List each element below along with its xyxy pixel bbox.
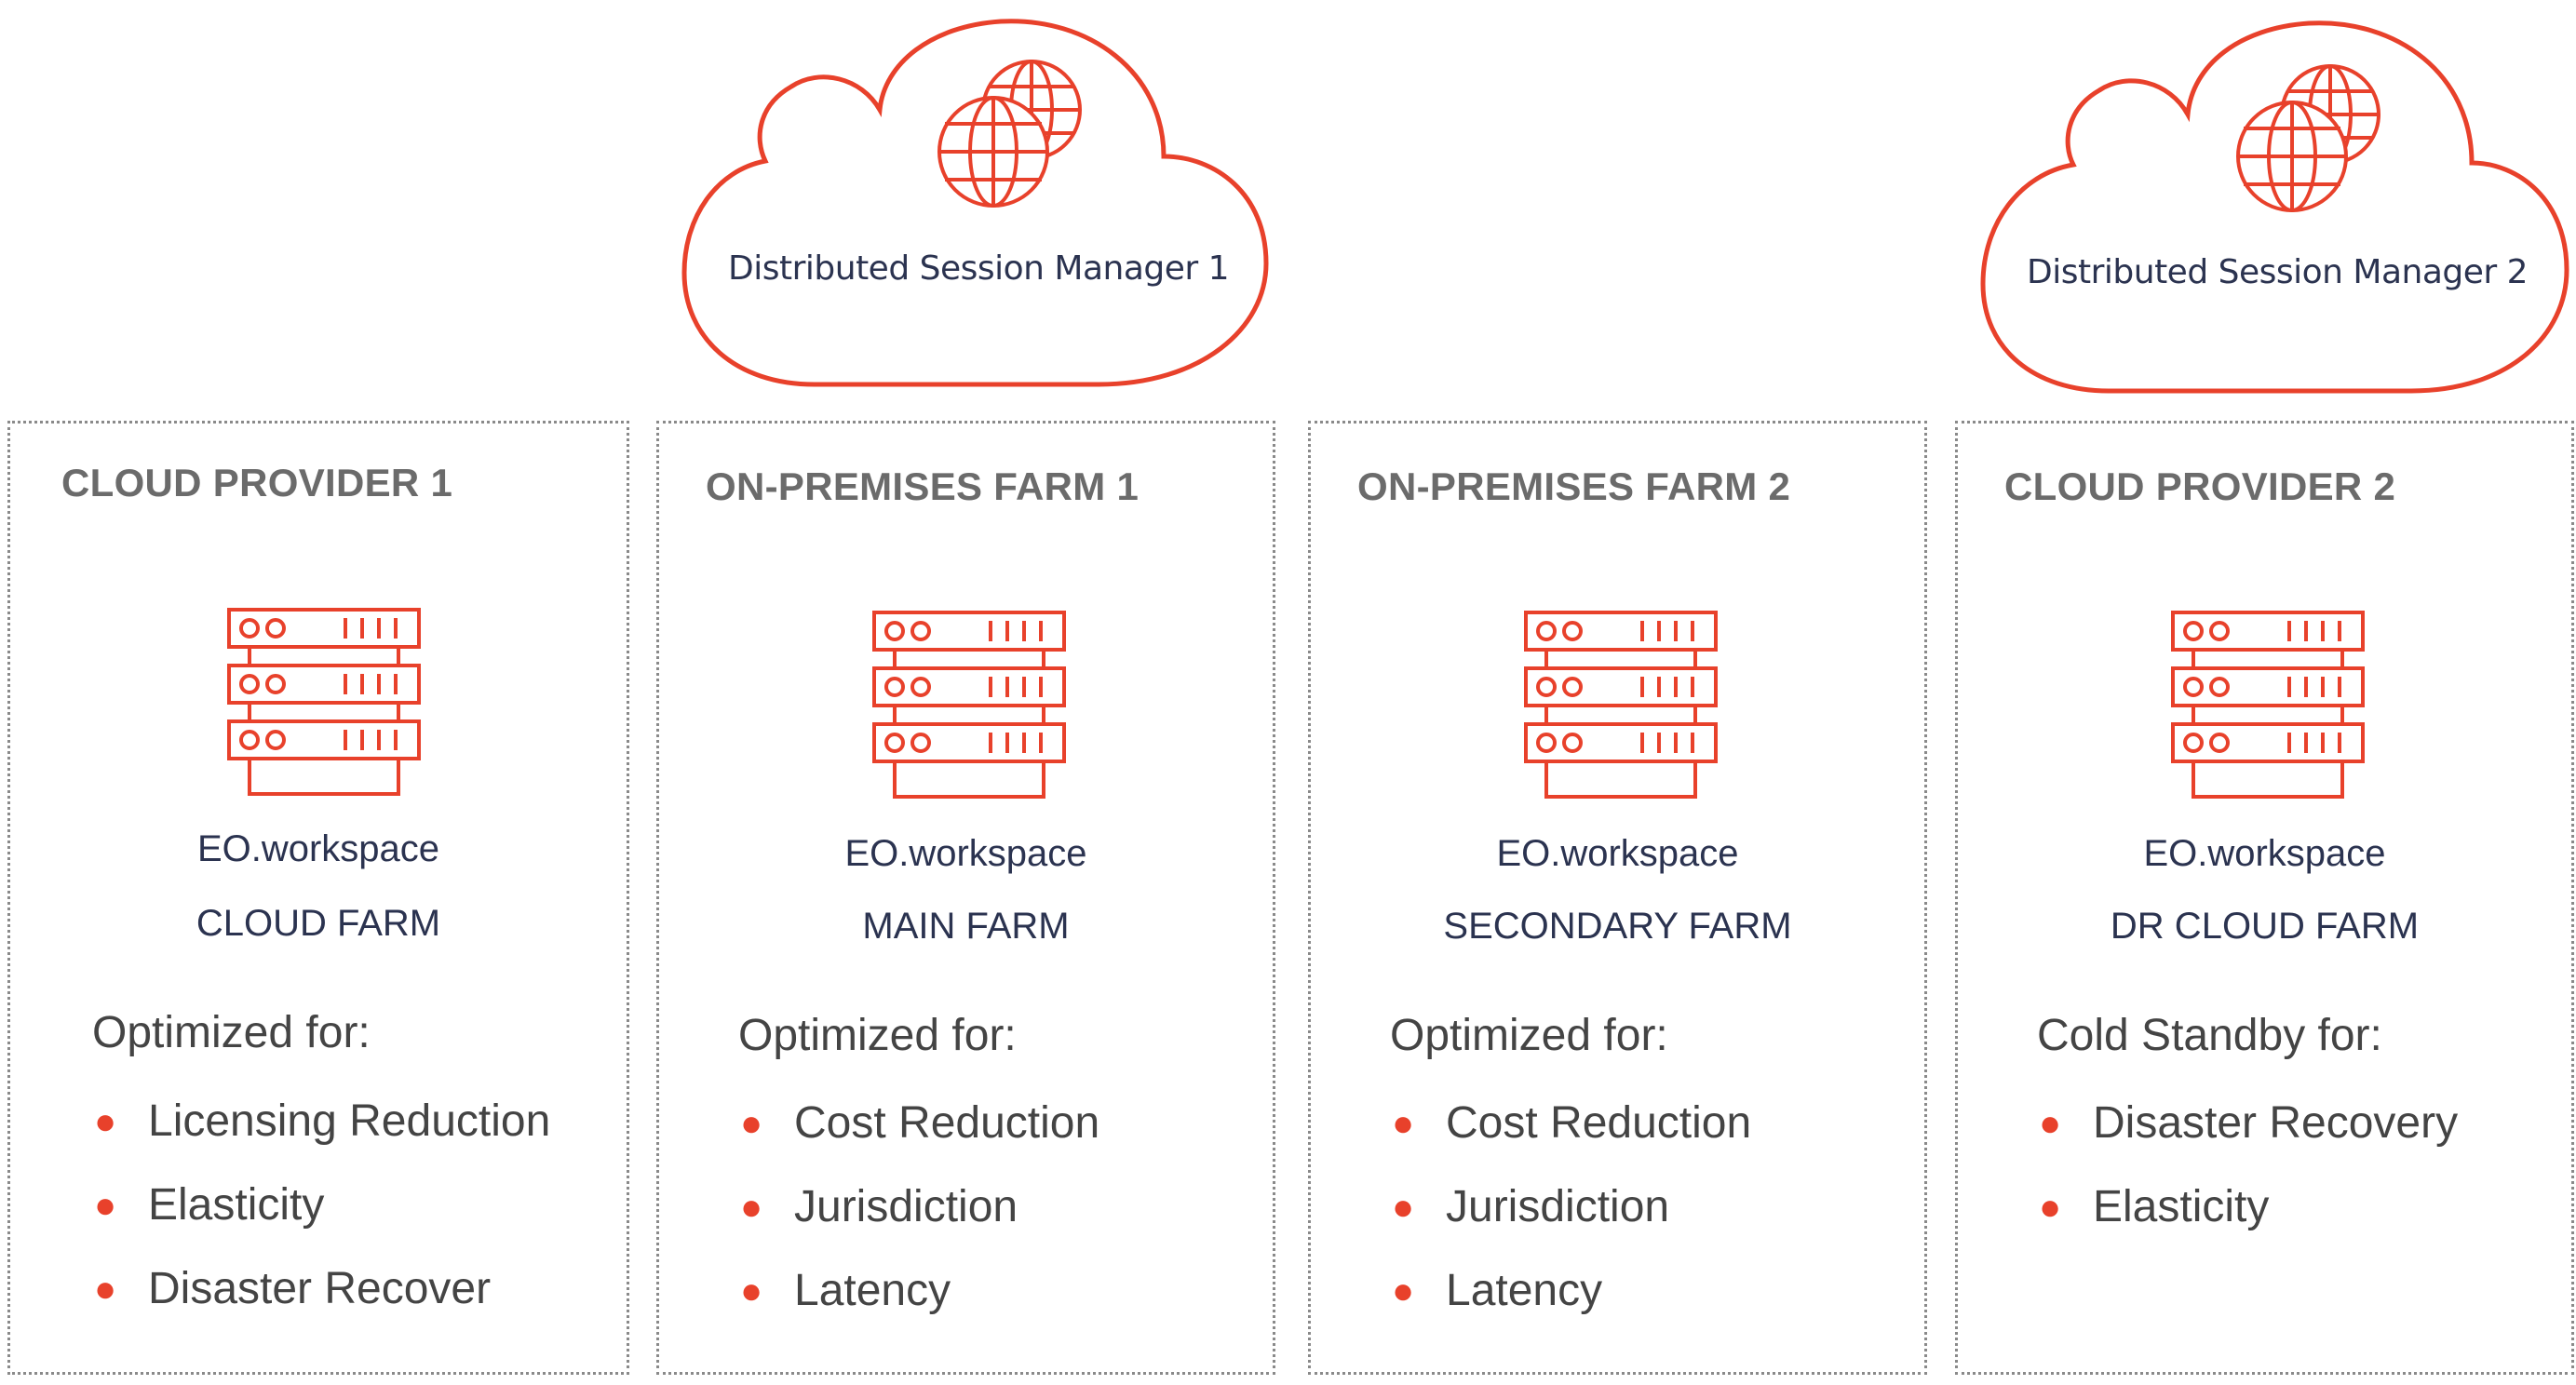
globe-icon	[2236, 64, 2380, 212]
list-title: Optimized for:	[92, 1008, 371, 1057]
farm-name: DR CLOUD FARM	[2110, 906, 2420, 947]
panel-title: CLOUD PROVIDER 1	[61, 461, 453, 504]
panel-title: CLOUD PROVIDER 2	[2004, 464, 2396, 508]
cloud-icon	[681, 19, 1269, 387]
server-rack-icon	[226, 605, 422, 805]
product-name: EO.workspace	[1496, 833, 1739, 874]
globe-icon	[937, 60, 1082, 208]
cloud-label: Distributed Session Manager 1	[728, 249, 1230, 288]
product-name: EO.workspace	[2143, 833, 2386, 874]
feature-list: ●Licensing Reduction ●Elasticity ●Disast…	[92, 1080, 550, 1331]
panel-cloud-provider-1: CLOUD PROVIDER 1 EO.workspace CLOUD FARM…	[7, 421, 629, 1375]
list-title: Cold Standby for:	[2037, 1011, 2382, 1060]
list-item: ●Disaster Recovery	[2039, 1098, 2459, 1148]
list-title: Optimized for:	[1390, 1011, 1668, 1060]
feature-list: ●Disaster Recovery ●Elasticity	[2037, 1082, 2458, 1249]
cloud-session-manager-2: Distributed Session Manager 2	[1978, 14, 2574, 396]
server-rack-icon	[2170, 608, 2366, 808]
cloud-label: Distributed Session Manager 2	[2027, 253, 2529, 291]
server-rack-icon	[1523, 608, 1719, 808]
panel-title: ON-PREMISES FARM 1	[706, 464, 1140, 508]
list-item: ●Elasticity	[94, 1180, 325, 1230]
list-item: ●Jurisdiction	[740, 1182, 1018, 1231]
panel-title: ON-PREMISES FARM 2	[1357, 464, 1791, 508]
list-item: ●Disaster Recover	[94, 1264, 492, 1313]
product-name: EO.workspace	[196, 828, 440, 869]
list-item: ●Elasticity	[2039, 1182, 2270, 1231]
list-item: ●Cost Reduction	[1392, 1098, 1752, 1148]
panel-on-premises-farm-1: ON-PREMISES FARM 1 EO.workspace MAIN FAR…	[656, 421, 1275, 1375]
panel-on-premises-farm-2: ON-PREMISES FARM 2 EO.workspace SECONDAR…	[1308, 421, 1927, 1375]
list-title: Optimized for:	[738, 1011, 1017, 1060]
list-item: ●Jurisdiction	[1392, 1182, 1670, 1231]
list-item: ●Cost Reduction	[740, 1098, 1100, 1148]
feature-list: ●Cost Reduction ●Jurisdiction ●Latency	[1390, 1082, 1751, 1333]
cloud-session-manager-1: Distributed Session Manager 1	[680, 17, 1275, 389]
list-item: ●Latency	[740, 1266, 951, 1315]
cloud-icon	[1980, 20, 2569, 394]
list-item: ●Latency	[1392, 1266, 1603, 1315]
feature-list: ●Cost Reduction ●Jurisdiction ●Latency	[738, 1082, 1099, 1333]
product-name: EO.workspace	[844, 833, 1087, 874]
farm-name: SECONDARY FARM	[1443, 906, 1792, 947]
list-item: ●Licensing Reduction	[94, 1096, 551, 1146]
farm-name: CLOUD FARM	[196, 903, 441, 944]
panel-cloud-provider-2: CLOUD PROVIDER 2 EO.workspace DR CLOUD F…	[1955, 421, 2574, 1375]
farm-name: MAIN FARM	[862, 906, 1070, 947]
server-rack-icon	[871, 608, 1067, 808]
